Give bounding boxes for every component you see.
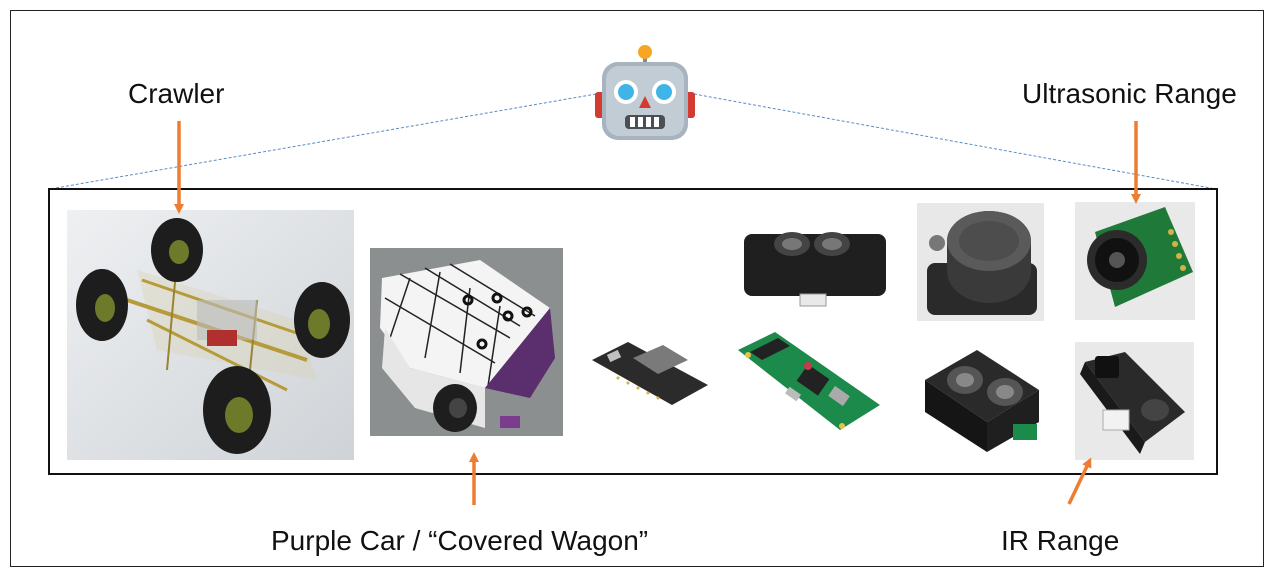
ir-sensor-photo (1075, 342, 1194, 460)
components-box (48, 188, 1218, 475)
outer-frame (10, 10, 1264, 567)
ir-range-label: IR Range (1001, 525, 1120, 556)
lidar-sensor-photo (740, 224, 893, 310)
left-dashed-line (49, 93, 597, 190)
right-dashed-line (693, 93, 1217, 190)
ir-range-arrow (1067, 457, 1092, 505)
robot-face-icon (595, 45, 695, 140)
lidar-puck-photo (917, 203, 1044, 321)
esp32-board-photo (588, 330, 712, 415)
crawler-label: Crawler (128, 78, 225, 109)
crawler-photo (67, 210, 354, 460)
purple-car-label: Purple Car / “Covered Wagon” (271, 525, 649, 556)
tof-sensor-photo (917, 340, 1047, 458)
ultrasonic-range-label: Ultrasonic Range (1022, 78, 1237, 109)
ultrasonic-sensor-photo (1075, 202, 1195, 320)
purple-car-photo (370, 248, 563, 436)
raspberry-pi-zero-photo (730, 330, 885, 440)
